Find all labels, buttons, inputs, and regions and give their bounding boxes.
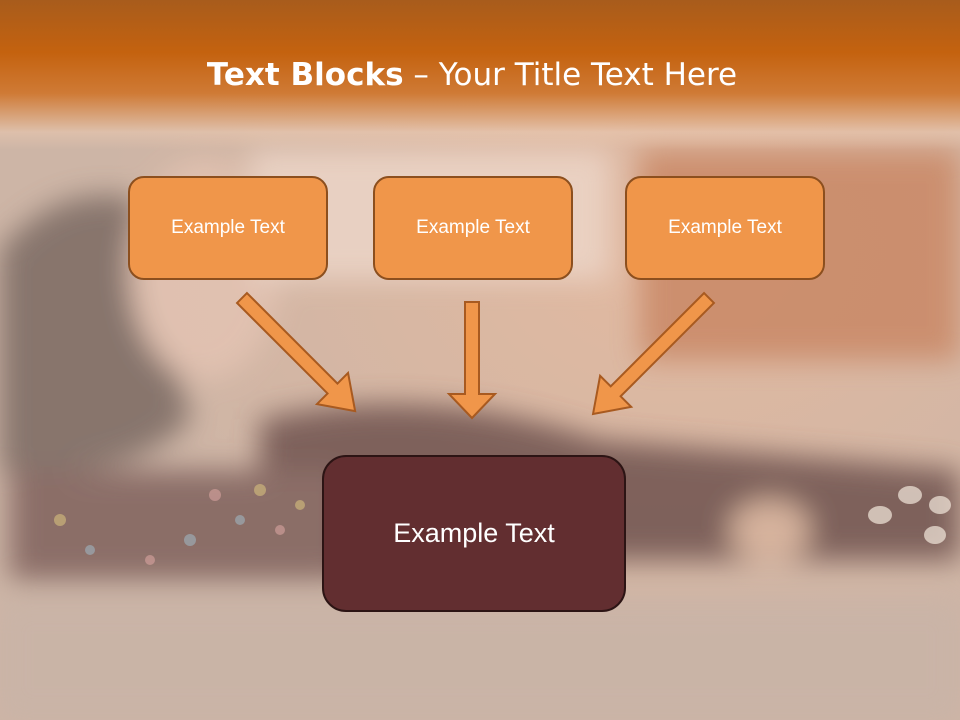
title-rest: Your Title Text Here bbox=[438, 57, 738, 93]
text-block-3-label: Example Text bbox=[668, 217, 782, 238]
main-text-block-label: Example Text bbox=[393, 518, 555, 548]
text-block-2-label: Example Text bbox=[416, 217, 530, 238]
main-text-block[interactable]: Example Text bbox=[322, 455, 626, 612]
title-bold: Text Blocks bbox=[206, 57, 404, 93]
slide-title: Text Blocks – Your Title Text Here bbox=[0, 52, 944, 98]
text-block-3[interactable]: Example Text bbox=[625, 176, 825, 280]
text-block-2[interactable]: Example Text bbox=[373, 176, 573, 280]
text-block-1-label: Example Text bbox=[171, 217, 285, 238]
text-block-1[interactable]: Example Text bbox=[128, 176, 328, 280]
title-separator: – bbox=[403, 57, 439, 93]
header-band bbox=[0, 0, 960, 150]
